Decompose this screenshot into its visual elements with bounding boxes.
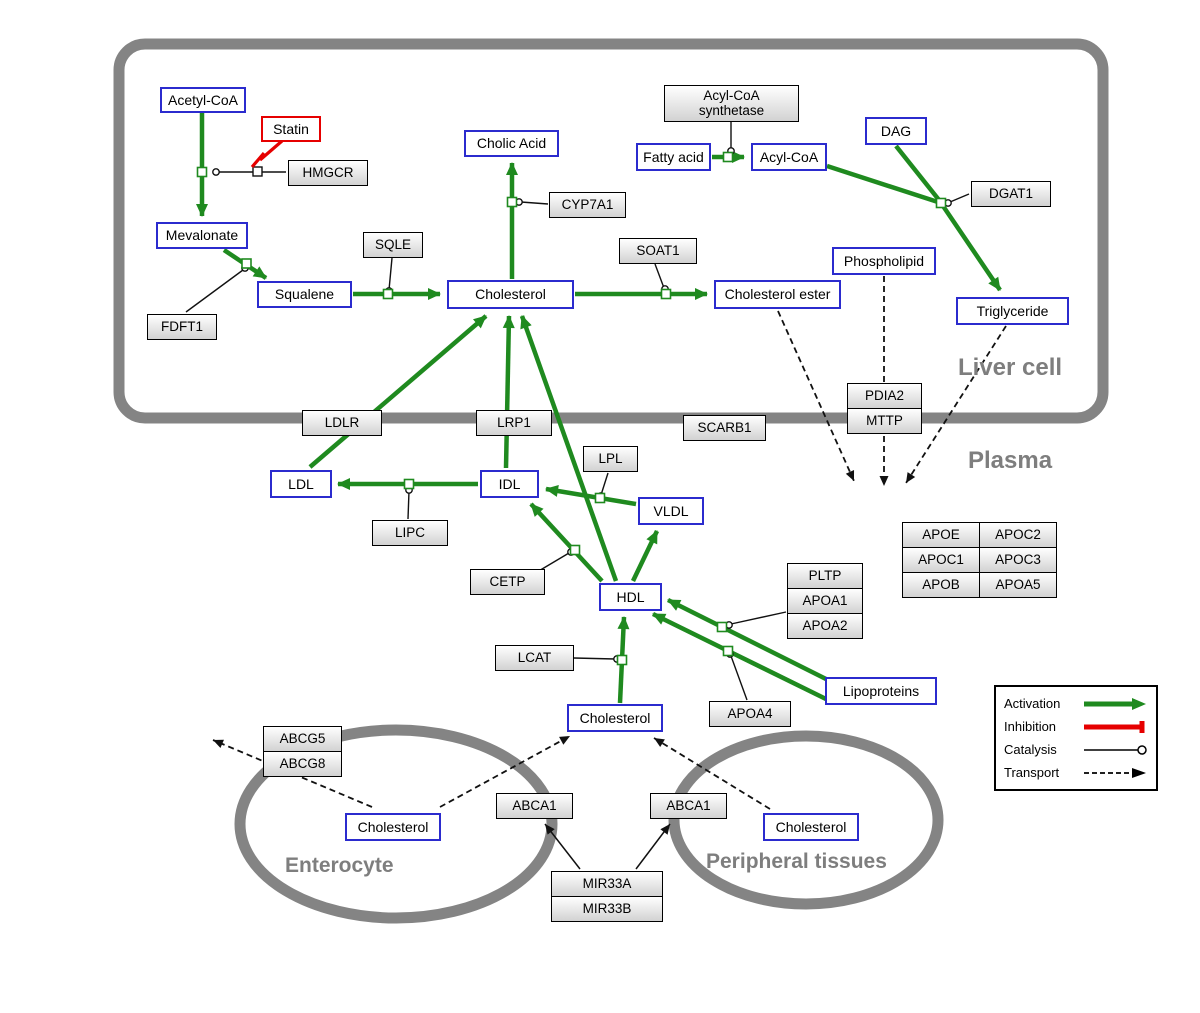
legend: Activation Inhibition Catalysis Transpor… [994, 685, 1158, 791]
node-triglyceride[interactable]: Triglyceride [956, 297, 1069, 325]
mir-regulation-edges [544, 823, 671, 870]
node-apoc1[interactable]: APOC1 [902, 547, 980, 573]
activation-arrow-icon [1084, 697, 1146, 710]
node-vldl[interactable]: VLDL [638, 497, 704, 525]
catalysis-circle-icon [1084, 744, 1147, 755]
node-abcg5[interactable]: ABCG5 [263, 726, 342, 752]
node-abcg8[interactable]: ABCG8 [263, 751, 342, 777]
liver-cell-label: Liver cell [958, 354, 1063, 381]
legend-row-inhibition: Inhibition [1004, 719, 1148, 734]
node-cetp[interactable]: CETP [470, 569, 545, 595]
node-phospholipid[interactable]: Phospholipid [832, 247, 936, 275]
node-cyp7a1[interactable]: CYP7A1 [549, 192, 626, 218]
acyl-coa-synthetase-line2: synthetase [698, 102, 765, 118]
transport-edges [212, 276, 1007, 810]
node-soat1[interactable]: SOAT1 [619, 238, 697, 264]
node-mir33b[interactable]: MIR33B [551, 896, 663, 922]
node-acetyl-coa[interactable]: Acetyl-CoA [160, 87, 246, 113]
inhibition-tbar-icon [1084, 720, 1145, 733]
node-cholesterol-plasma[interactable]: Cholesterol [567, 704, 663, 732]
node-pltp[interactable]: PLTP [787, 563, 863, 589]
node-apoc3[interactable]: APOC3 [979, 547, 1057, 573]
node-mevalonate[interactable]: Mevalonate [156, 222, 248, 249]
node-statin[interactable]: Statin [261, 116, 321, 142]
legend-activation-label: Activation [1004, 696, 1061, 711]
reaction-node-squares [196, 151, 947, 666]
membranes [113, 38, 1109, 924]
node-apoa4[interactable]: APOA4 [709, 701, 791, 727]
node-mir33a[interactable]: MIR33A [551, 871, 663, 897]
node-apoa5[interactable]: APOA5 [979, 572, 1057, 598]
node-pdia2[interactable]: PDIA2 [847, 383, 922, 409]
legend-row-catalysis: Catalysis [1004, 742, 1148, 757]
node-cholesterol-ester[interactable]: Cholesterol ester [714, 280, 841, 309]
node-dgat1[interactable]: DGAT1 [971, 181, 1051, 207]
peripheral-tissues-label: Peripheral tissues [706, 850, 887, 873]
node-ldlr[interactable]: LDLR [302, 410, 382, 436]
node-acyl-coa-synthetase[interactable]: Acyl-CoA synthetase [664, 85, 799, 122]
node-fdft1[interactable]: FDFT1 [147, 314, 217, 340]
node-abca1-peripheral[interactable]: ABCA1 [650, 793, 727, 819]
node-apoe[interactable]: APOE [902, 522, 980, 548]
acyl-coa-synthetase-line1: Acyl-CoA [703, 88, 760, 104]
node-apoc2[interactable]: APOC2 [979, 522, 1057, 548]
enterocyte-label: Enterocyte [285, 854, 394, 877]
node-apob[interactable]: APOB [902, 572, 980, 598]
node-hmgcr[interactable]: HMGCR [288, 160, 368, 186]
node-scarb1[interactable]: SCARB1 [683, 415, 766, 441]
node-lrp1[interactable]: LRP1 [476, 410, 552, 436]
liver-cell-membrane [113, 38, 1109, 424]
legend-row-transport: Transport [1004, 765, 1148, 780]
node-cholesterol-peripheral[interactable]: Cholesterol [763, 813, 859, 841]
node-apoa2[interactable]: APOA2 [787, 613, 863, 639]
node-apoa1[interactable]: APOA1 [787, 588, 863, 614]
node-lipc[interactable]: LIPC [372, 520, 448, 546]
node-cholic-acid[interactable]: Cholic Acid [464, 130, 559, 157]
node-cholesterol-liver[interactable]: Cholesterol [447, 280, 574, 309]
legend-catalysis-label: Catalysis [1004, 742, 1057, 757]
node-idl[interactable]: IDL [480, 470, 539, 498]
node-lipoproteins[interactable]: Lipoproteins [825, 677, 937, 705]
transport-dashed-arrow-icon [1084, 767, 1146, 778]
inhibition-edge [250, 139, 284, 169]
legend-row-activation: Activation [1004, 696, 1148, 711]
peripheral-tissues-membrane [668, 730, 944, 910]
node-squalene[interactable]: Squalene [257, 281, 352, 308]
node-fatty-acid[interactable]: Fatty acid [636, 143, 711, 171]
node-mttp[interactable]: MTTP [847, 408, 922, 434]
node-lcat[interactable]: LCAT [495, 645, 574, 671]
node-dag[interactable]: DAG [865, 117, 927, 145]
node-acyl-coa[interactable]: Acyl-CoA [751, 143, 827, 171]
legend-inhibition-label: Inhibition [1004, 719, 1057, 734]
node-lpl[interactable]: LPL [583, 446, 638, 472]
node-hdl[interactable]: HDL [599, 583, 662, 611]
plasma-label: Plasma [968, 447, 1053, 474]
node-abca1-enterocyte[interactable]: ABCA1 [496, 793, 573, 819]
node-ldl[interactable]: LDL [270, 470, 332, 498]
legend-transport-label: Transport [1004, 765, 1060, 780]
activation-edges [196, 113, 1002, 704]
node-cholesterol-enterocyte[interactable]: Cholesterol [345, 813, 441, 841]
node-sqle[interactable]: SQLE [363, 232, 423, 258]
